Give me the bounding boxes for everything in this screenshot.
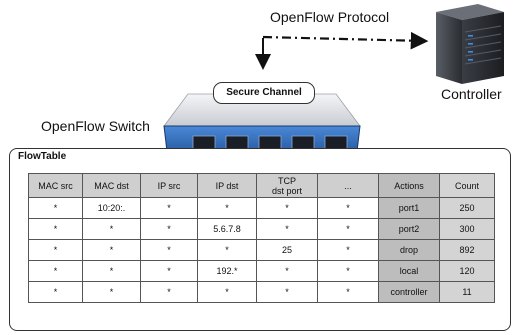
table-cell: 10:20:.: [82, 197, 141, 219]
table-cell: controller: [378, 281, 440, 303]
table-cell: 300: [439, 218, 495, 240]
secure-channel-box: Secure Channel: [213, 82, 315, 104]
table-cell: *: [82, 260, 141, 282]
table-cell: *: [28, 218, 83, 240]
openflow-protocol-label: OpenFlow Protocol: [270, 9, 390, 25]
table-cell: 250: [439, 197, 495, 219]
table-cell: *: [256, 218, 318, 240]
col-header-actions: Actions: [378, 173, 440, 198]
col-header-ip-src: IP src: [140, 173, 198, 198]
controller-label: Controller: [441, 86, 502, 102]
flow-table: MAC src MAC dst IP src IP dst TCP dst po…: [28, 173, 495, 303]
col-header-mac-dst: MAC dst: [82, 173, 141, 198]
table-cell: *: [28, 197, 83, 219]
table-cell: port2: [378, 218, 440, 240]
table-cell: *: [140, 281, 198, 303]
table-cell: *: [317, 239, 379, 261]
table-cell: 5.6.7.8: [197, 218, 257, 240]
table-cell: *: [82, 239, 141, 261]
table-cell: *: [140, 260, 198, 282]
table-cell: drop: [378, 239, 440, 261]
table-cell: port1: [378, 197, 440, 219]
table-cell: *: [82, 281, 141, 303]
table-cell: 120: [439, 260, 495, 282]
protocol-arrow: [262, 31, 429, 50]
col-header-tcp-dst-port: TCP dst port: [256, 173, 318, 198]
table-cell: *: [256, 281, 318, 303]
table-cell: *: [140, 218, 198, 240]
table-cell: *: [197, 281, 257, 303]
table-cell: 892: [439, 239, 495, 261]
table-cell: *: [140, 239, 198, 261]
flowtable-title: FlowTable: [18, 151, 67, 162]
table-cell: 25: [256, 239, 318, 261]
col-header-count: Count: [439, 173, 495, 198]
table-cell: *: [197, 197, 257, 219]
table-cell: 192.*: [197, 260, 257, 282]
table-cell: *: [28, 260, 83, 282]
table-cell: *: [317, 197, 379, 219]
table-cell: *: [197, 239, 257, 261]
table-header-row: MAC src MAC dst IP src IP dst TCP dst po…: [28, 173, 495, 198]
table-cell: *: [317, 281, 379, 303]
table-cell: *: [317, 260, 379, 282]
openflow-switch-label: OpenFlow Switch: [41, 118, 150, 134]
table-cell: local: [378, 260, 440, 282]
table-cell: 11: [439, 281, 495, 303]
col-header-mac-src: MAC src: [28, 173, 83, 198]
table-cell: *: [256, 197, 318, 219]
controller-server-icon: [436, 4, 504, 84]
table-cell: *: [82, 218, 141, 240]
table-cell: *: [28, 239, 83, 261]
col-header-ip-dst: IP dst: [197, 173, 257, 198]
col-header-ellipsis: ...: [317, 173, 379, 198]
table-cell: *: [256, 260, 318, 282]
table-cell: *: [28, 281, 83, 303]
table-cell: *: [317, 218, 379, 240]
table-cell: *: [140, 197, 198, 219]
